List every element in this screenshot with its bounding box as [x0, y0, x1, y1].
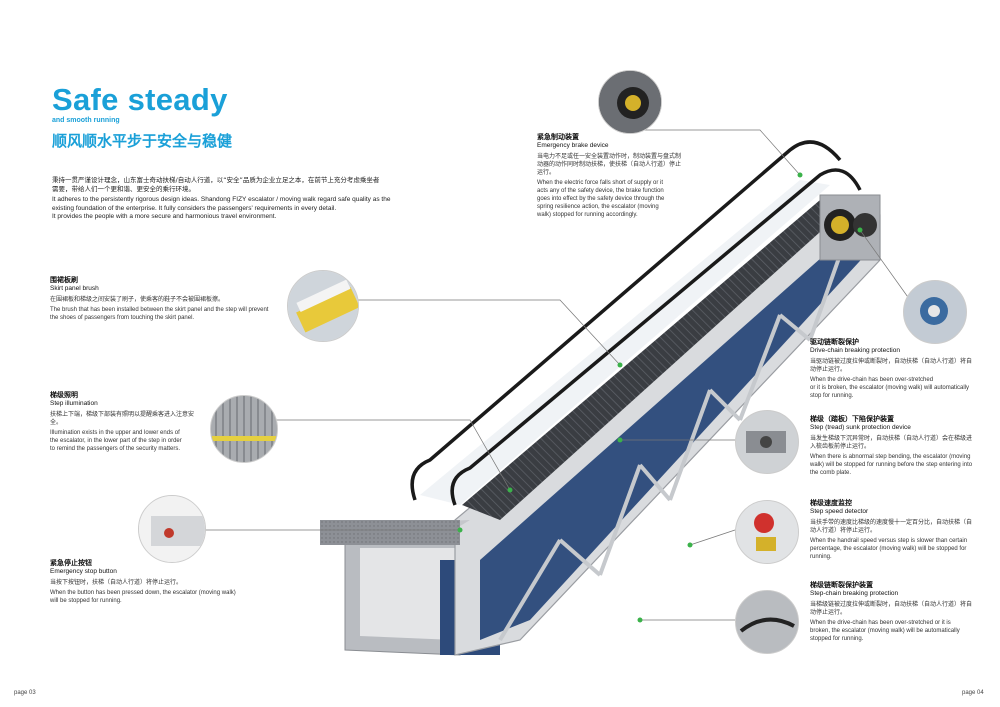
section-step-chain: 梯级链断裂保护装置 Step-chain breaking protection…: [810, 580, 975, 643]
lower-landing-plate: [320, 535, 460, 545]
drive-chain-title-cn: 驱动链断裂保护: [810, 338, 859, 346]
stop-button-photo: [138, 495, 206, 563]
intro-cn: 秉持一贯严谨设计理念，山东富士奇动扶梯/自动人行道，以“安全”品质为企业立足之本…: [52, 176, 380, 193]
drive-chain-photo: [903, 280, 967, 344]
speed-title-en: Step speed detector: [810, 508, 869, 515]
drive-chain-title-en: Drive-chain breaking protection: [810, 347, 900, 354]
step-sunk-body-en-2: walk) will be stopped for running before…: [810, 462, 973, 468]
speed-body-cn: 当扶手带的速度比梯级的速度慢十一定百分比，自动扶梯（自动人行道）将停止运行。: [810, 519, 973, 534]
intro-en-3: It provides the people with a more secur…: [52, 213, 277, 220]
lower-pit-panel: [360, 548, 455, 640]
speed-detector-photo: [735, 500, 799, 564]
intro-en-2: existing foundation of the enterprise. I…: [52, 204, 337, 212]
leader-speed: [689, 529, 736, 546]
leader-brake: [640, 129, 801, 176]
stop-title-cn: 紧急停止按钮: [50, 559, 92, 567]
page-number-left: page 03: [14, 690, 36, 696]
stop-title-en: Emergency stop button: [50, 568, 117, 575]
skirt-title-cn: 围裙板刷: [50, 276, 78, 284]
step-chain-body-en-3: stopped for running.: [810, 636, 864, 642]
marker-step-light: [507, 487, 513, 493]
step-light-body-en-3: to remind the passengers of the security…: [50, 446, 181, 452]
step-chain-title-cn: 梯级链断裂保护装置: [810, 581, 873, 589]
marker-skirt: [617, 362, 623, 368]
marker-speed: [687, 542, 693, 548]
step-light-title-en: Step illumination: [50, 400, 98, 407]
section-speed-detector: 梯级速度监控 Step speed detector 当扶手带的速度比梯级的速度…: [810, 498, 975, 561]
marker-drive: [857, 227, 863, 233]
step-light-body-cn: 扶梯上下端，梯级下部装有照明以提醒乘客进入注意安全。: [50, 411, 195, 426]
skirt-title-en: Skirt panel brush: [50, 285, 99, 292]
brake-body-en-3: goes into effect by the safety device th…: [537, 196, 665, 202]
truss-interior: [480, 250, 870, 640]
section-emergency-brake: 紧急制动装置 Emergency brake device 当电力不足或任一安全…: [537, 132, 682, 219]
step-chain-photo: [735, 590, 799, 654]
step-sunk-title-cn: 梯级（踏板）下陷保护装置: [810, 415, 894, 423]
step-sunk-body-cn: 当发生梯级下沉异常时，自动扶梯（自动人行道）会在梯级进入梳齿板前停止运行。: [810, 435, 973, 450]
escalator-steps: [462, 200, 850, 520]
step-light-body-en-2: the escalator, in the lower part of the …: [50, 438, 182, 444]
page-subtitle: and smooth running: [52, 117, 120, 124]
stop-body-cn: 当按下按钮时，扶梯（自动人行道）将停止运行。: [50, 579, 183, 586]
speed-body-en-3: running.: [810, 554, 832, 560]
step-chain-title-en: Step-chain breaking protection: [810, 590, 899, 597]
skirt-body-en-2: the shoes of passengers from touching th…: [50, 315, 195, 321]
truss-members: [498, 254, 842, 642]
handrail-left: [410, 140, 842, 501]
marker-chain: [637, 617, 643, 623]
section-step-sunk: 梯级（踏板）下陷保护装置 Step (tread) sunk protectio…: [810, 414, 975, 477]
step-chain-body-en-1: When the drive-chain has been over-stret…: [810, 620, 951, 626]
section-skirt-brush: 围裙板刷 Skirt panel brush 在围裙板和梯级之间安装了刷子，使乘…: [50, 275, 290, 322]
section-drive-chain: 驱动链断裂保护 Drive-chain breaking protection …: [810, 337, 975, 400]
step-chain-body-cn: 当梯级链被过度拉伸或断裂时，自动扶梯（自动人行道）将自动停止运行。: [810, 601, 973, 616]
step-illumination-photo: [210, 395, 278, 463]
handrail-right: [450, 168, 862, 506]
page-title-cn: 顺风顺水平步于安全与稳健: [52, 132, 233, 150]
drive-chain-body-en-1: When the drive-chain has been over-stret…: [810, 377, 934, 383]
skirt-body-cn: 在围裙板和梯级之间安装了刷子，使乘客的鞋子不会被围裙板擦。: [50, 296, 225, 303]
brake-body-en-4: spring resilience action, the escalator …: [537, 204, 659, 210]
leader-step-light: [270, 419, 511, 491]
intro-en-1: It adheres to the persistently rigorous …: [52, 196, 391, 203]
stop-body-en-2: will be stopped for running.: [50, 598, 122, 604]
brake-title-en: Emergency brake device: [537, 142, 609, 149]
drive-chain-body-en-2: or it is broken, the escalator (moving w…: [810, 385, 970, 391]
stop-body-en-1: When the button has been pressed down, t…: [50, 590, 236, 596]
marker-stop: [457, 527, 463, 533]
drive-chain-body-en-3: stop for running.: [810, 393, 854, 399]
speed-body-en-2: percentage, the escalator (moving walk) …: [810, 546, 967, 552]
brake-device-photo: [598, 70, 662, 134]
leader-skirt: [345, 299, 621, 366]
step-chain-body-en-2: broken, the escalator (moving walk) will…: [810, 628, 960, 634]
leader-drive-chain: [859, 229, 911, 301]
page-number-right: page 04: [962, 690, 984, 696]
skirt-body-en-1: The brush that has been installed betwee…: [50, 307, 269, 313]
step-sunk-body-en-3: the comb plate.: [810, 470, 852, 476]
step-sunk-body-en-1: When there is abnormal step bending, the…: [810, 454, 971, 460]
step-light-body-en-1: Illumination exists in the upper and low…: [50, 430, 180, 436]
brake-title-cn: 紧急制动装置: [537, 133, 579, 141]
step-sunk-photo: [735, 410, 799, 474]
brake-body-cn: 当电力不足或任一安全装置动作时，制动装置与盘式制动器的动作同时制动扶梯，使扶梯（…: [537, 153, 682, 176]
step-sunk-title-en: Step (tread) sunk protection device: [810, 424, 911, 431]
page-title: Safe steady: [52, 82, 228, 117]
intro-text: 秉持一贯严谨设计理念，山东富士奇动扶梯/自动人行道，以“安全”品质为企业立足之本…: [52, 176, 422, 222]
drive-chain-body-cn: 当驱动链被过度拉伸或断裂时，自动扶梯（自动人行道）将自动停止运行。: [810, 358, 973, 373]
step-light-title-cn: 梯级照明: [50, 391, 78, 399]
skirt-brush-photo: [287, 270, 359, 342]
speed-body-en-1: When the handrail speed versus step is s…: [810, 538, 968, 544]
speed-title-cn: 梯级速度监控: [810, 499, 852, 507]
marker-brake: [797, 172, 803, 178]
brake-body-en-1: When the electric force falls short of s…: [537, 180, 664, 186]
brake-body-en-5: walk) stopped for running accordingly.: [537, 212, 638, 218]
brake-body-en-2: acts any of the safety device, the brake…: [537, 188, 664, 194]
marker-sunk: [617, 437, 623, 443]
section-step-illumination: 梯级照明 Step illumination 扶梯上下端，梯级下部装有照明以提醒…: [50, 390, 200, 453]
section-stop-button: 紧急停止按钮 Emergency stop button 当按下按钮时，扶梯（自…: [50, 558, 290, 605]
